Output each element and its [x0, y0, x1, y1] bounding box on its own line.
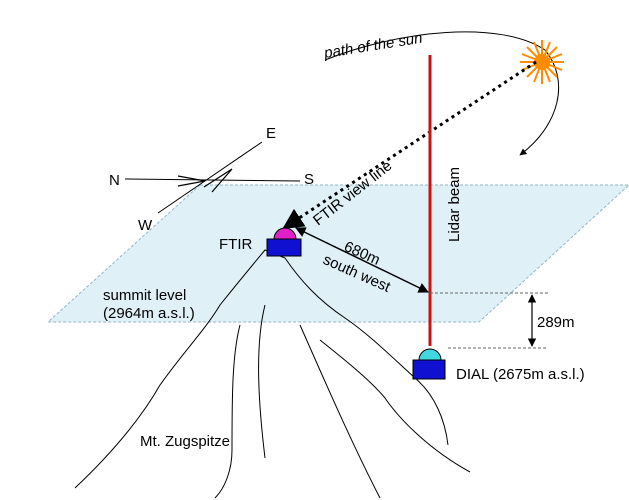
compass-e-label: E: [266, 125, 276, 142]
compass-w-label: W: [138, 217, 153, 234]
height-diff-label: 289m: [537, 314, 575, 331]
summit-level-label-1: summit level: [103, 287, 186, 304]
compass-n-label: N: [109, 172, 120, 189]
dial-box: [412, 359, 446, 380]
compass-icon: [124, 141, 301, 214]
dial-dome: [418, 348, 442, 361]
ftir-box: [266, 238, 302, 257]
dial-label: DIAL (2675m a.s.l.): [456, 366, 585, 383]
mountain-label: Mt. Zugspitze: [140, 433, 230, 450]
sun-path-label: path of the sun: [322, 30, 424, 62]
ftir-label: FTIR: [219, 236, 252, 253]
compass-s-label: S: [304, 171, 314, 188]
sun-icon: [520, 40, 564, 84]
summit-level-label-2: (2964m a.s.l.): [103, 305, 195, 322]
lidar-beam-label: Lidar beam: [446, 167, 463, 242]
ftir-dome: [273, 227, 297, 240]
distance-arrow: [295, 227, 429, 293]
ftir-view-line: [282, 60, 537, 230]
